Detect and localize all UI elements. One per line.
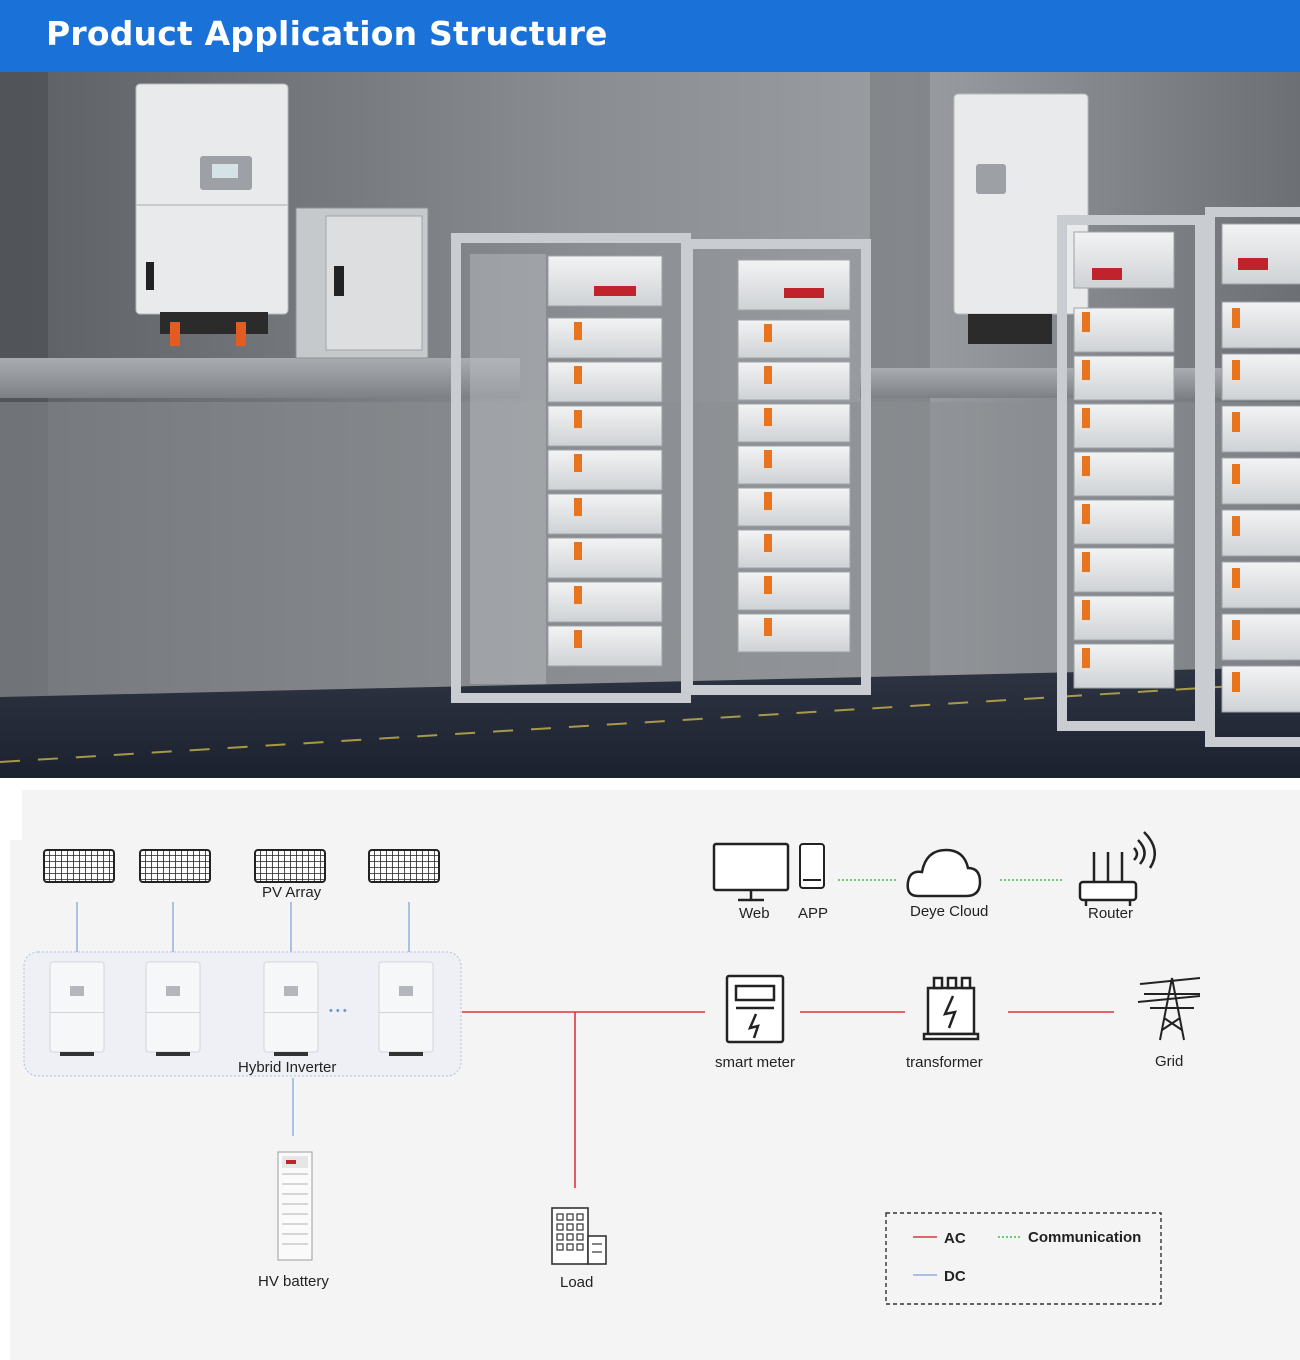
grid-label: Grid bbox=[1155, 1053, 1183, 1070]
router-label: Router bbox=[1088, 905, 1133, 922]
app-label: APP bbox=[798, 905, 828, 922]
smart-meter-label: smart meter bbox=[715, 1054, 795, 1071]
web-label: Web bbox=[739, 905, 770, 922]
legend-communication-label: Communication bbox=[1028, 1229, 1141, 1246]
installation-photo bbox=[0, 72, 1300, 778]
router-icon bbox=[1078, 831, 1157, 906]
pv-panel-icon bbox=[368, 849, 440, 883]
cloud-icon bbox=[906, 848, 982, 898]
pv-panel-icon bbox=[139, 849, 211, 883]
transformer-label: transformer bbox=[906, 1054, 983, 1071]
battery-rack-1 bbox=[451, 233, 691, 703]
battery-rack-3 bbox=[1057, 215, 1205, 731]
deye-cloud-label: Deye Cloud bbox=[910, 903, 988, 920]
smart-meter-icon bbox=[725, 974, 785, 1044]
structure-diagram: PV Array • • • Hybrid Inverter HV batter… bbox=[10, 790, 1300, 1360]
web-monitor-icon bbox=[712, 842, 790, 902]
legend: AC Communication DC bbox=[885, 1212, 1162, 1305]
pv-array-label: PV Array bbox=[262, 884, 322, 901]
pv-panel-icon bbox=[43, 849, 115, 883]
legend-dc-label: DC bbox=[944, 1268, 966, 1285]
load-label: Load bbox=[560, 1274, 593, 1291]
hv-battery-icon bbox=[277, 1151, 313, 1261]
battery-rack-2 bbox=[683, 239, 871, 695]
hybrid-inverter-icon bbox=[378, 961, 434, 1057]
hybrid-inverter-icon bbox=[263, 961, 319, 1057]
hybrid-inverter-icon bbox=[49, 961, 105, 1057]
ellipsis-dots: • • • bbox=[329, 1005, 347, 1017]
transformer-icon bbox=[922, 976, 980, 1041]
legend-ac-label: AC bbox=[944, 1230, 966, 1247]
grid-tower-icon bbox=[1137, 977, 1201, 1041]
battery-rack-4 bbox=[1205, 207, 1300, 747]
pv-panel-icon bbox=[254, 849, 326, 883]
hv-battery-label: HV battery bbox=[258, 1273, 329, 1290]
hybrid-inverter-label: Hybrid Inverter bbox=[238, 1059, 336, 1076]
load-building-icon bbox=[551, 1207, 607, 1265]
app-phone-icon bbox=[799, 843, 825, 889]
hybrid-inverter-icon bbox=[145, 961, 201, 1057]
page-title: Product Application Structure bbox=[46, 14, 608, 53]
page-header: Product Application Structure bbox=[0, 0, 1300, 72]
